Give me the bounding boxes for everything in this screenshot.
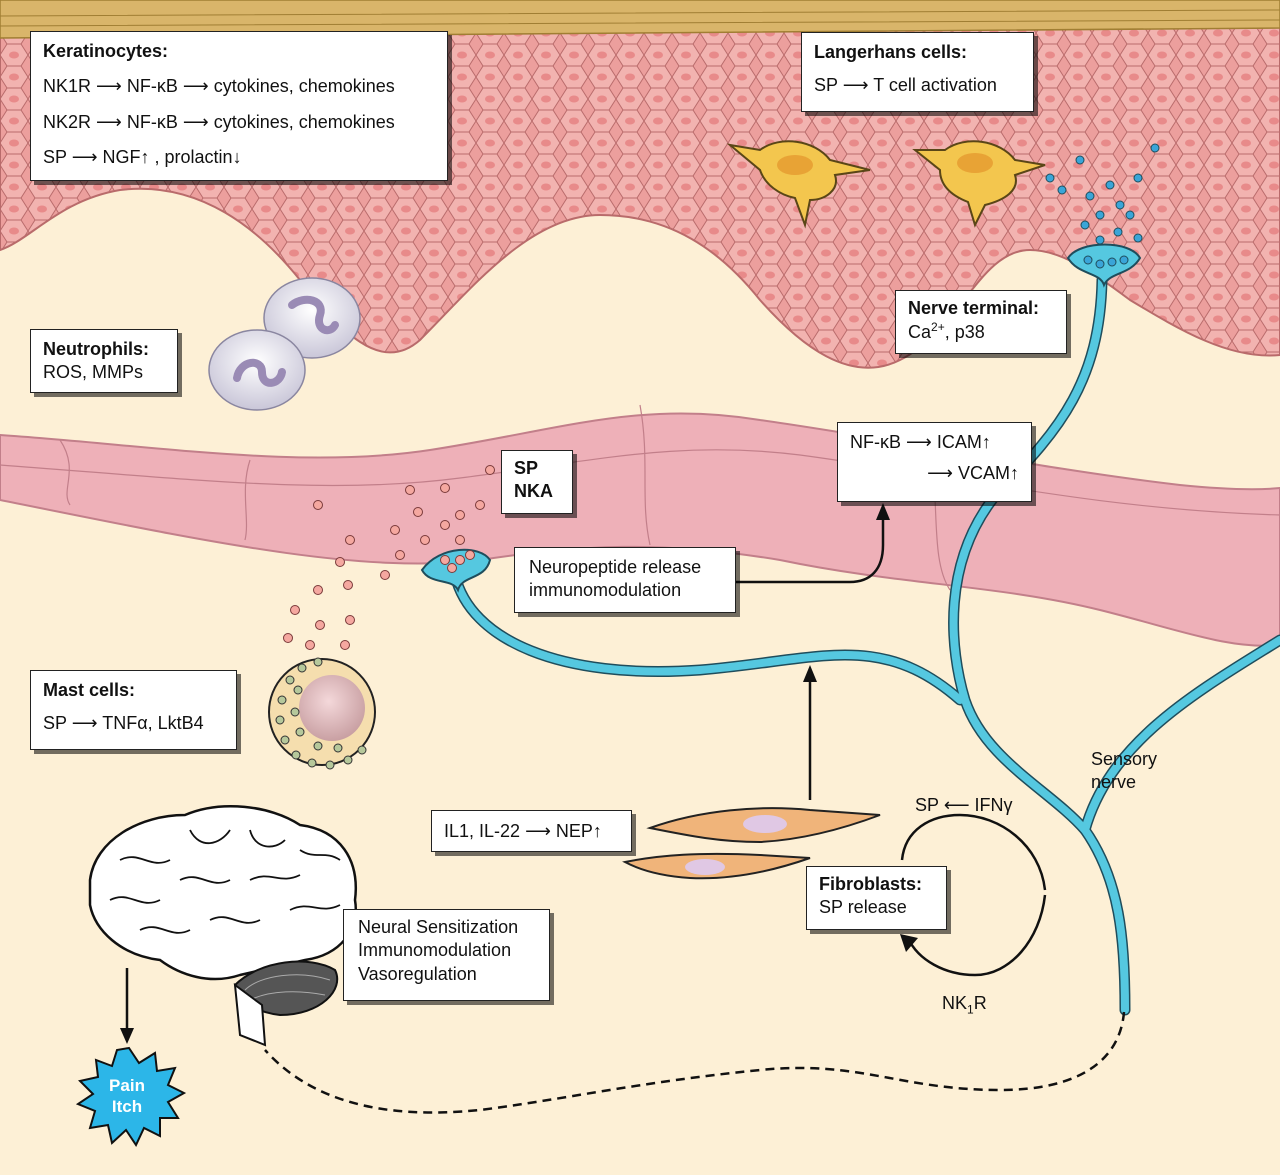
- nk1r-label: NK1R: [942, 992, 987, 1018]
- mast-cells-row: SP ⟶ TNFα, LktB4: [43, 712, 224, 735]
- pain-label: Pain: [109, 1076, 145, 1095]
- mediator-label: SP: [814, 75, 838, 96]
- itch-label: Itch: [111, 1097, 143, 1117]
- nerve-terminal-box: Nerve terminal: Ca2+, p38: [895, 290, 1067, 354]
- neuropeptide-line-2: immunomodulation: [529, 580, 682, 601]
- langerhans-cell: [912, 140, 1046, 228]
- pain-itch-label: Pain Itch: [92, 1075, 162, 1118]
- pathway-label: NF-κB: [126, 111, 178, 132]
- neutrophils-title: Neutrophils:: [43, 339, 149, 359]
- mediator-label: SP: [43, 147, 67, 168]
- vcam-label: VCAM↑: [957, 463, 1019, 484]
- receptor-label: NK1R: [43, 76, 92, 97]
- neutrophil: [208, 329, 306, 411]
- pathway-label: NF-κB: [850, 432, 901, 452]
- nep-label: NEP↑: [555, 821, 602, 841]
- sensory-nerve-line-1: Sensory: [1091, 749, 1158, 769]
- brain-effect-3: Vasoregulation: [358, 963, 477, 984]
- neutrophil: [263, 277, 361, 359]
- sp-ifn-label: SP ⟵ IFNγ: [915, 794, 1013, 817]
- arrow-glyph: ⟶: [182, 76, 209, 98]
- brain-effects-box: Neural Sensitization Immunomodulation Va…: [343, 909, 550, 1001]
- nerve-terminal-title: Nerve terminal:: [908, 298, 1040, 318]
- brain-effect-2: Immunomodulation: [358, 940, 512, 961]
- stratum-corneum: [0, 0, 1280, 39]
- arrow-glyph: ⟶: [96, 111, 122, 133]
- neutrophils-text: ROS, MMPs: [43, 362, 144, 383]
- fibroblasts-text: SP release: [819, 897, 907, 918]
- arrow-left-glyph: ⟵: [943, 795, 970, 816]
- nk-label: NK: [942, 993, 968, 1013]
- circular-arrow-lower: [906, 894, 1047, 977]
- arrow-glyph: ⟶: [96, 76, 122, 98]
- arrow-glyph: ⟶: [182, 111, 209, 133]
- fibroblast: [646, 807, 881, 844]
- il-box: IL1, IL-22 ⟶ NEP↑: [431, 810, 632, 852]
- nfkb-row-2: ⟶ VCAM↑: [850, 462, 1019, 485]
- nk-subscript: 1: [967, 1002, 974, 1017]
- langerhans-cell: [726, 140, 871, 229]
- icam-label: ICAM↑: [936, 432, 991, 452]
- sp-label: SP: [514, 458, 539, 478]
- nfkb-row-1: NF-κB ⟶ ICAM↑: [850, 431, 1019, 454]
- neuropeptide-box: Neuropeptide release immunomodulation: [514, 547, 736, 613]
- nka-label: NKA: [514, 481, 553, 502]
- keratinocytes-row-1: NK1R ⟶ NF-κB ⟶ cytokines, chemokines: [43, 75, 435, 98]
- mast-cells-title: Mast cells:: [43, 680, 136, 700]
- arrow-glyph: ⟶: [906, 432, 932, 453]
- arrow-glyph: ⟶: [525, 821, 551, 842]
- mast-cells-box: Mast cells: SP ⟶ TNFα, LktB4: [30, 670, 237, 750]
- r-label: R: [973, 993, 987, 1013]
- arrow-curve: [735, 518, 885, 584]
- langerhans-row: SP ⟶ T cell activation: [814, 74, 1021, 97]
- neuropeptides: [283, 465, 495, 650]
- mast-cell: [268, 657, 376, 770]
- langerhans-title: Langerhans cells:: [814, 42, 968, 62]
- effect-label: T cell activation: [873, 75, 997, 96]
- vesicles-blue: [1045, 143, 1160, 269]
- receptor-label: NK2R: [43, 111, 92, 132]
- brain: [88, 805, 358, 1047]
- keratinocytes-row-3: SP ⟶ NGF↑ , prolactin↓: [43, 146, 435, 169]
- effect-label: cytokines, chemokines: [213, 111, 395, 132]
- effect-label: cytokines, chemokines: [213, 76, 395, 97]
- il-row: IL1, IL-22 ⟶ NEP↑: [444, 820, 619, 843]
- neuropeptide-line-1: Neuropeptide release: [529, 557, 702, 577]
- arrow-glyph: ⟶: [842, 75, 869, 97]
- fibroblast: [622, 852, 811, 880]
- effect-label: TNFα, LktB4: [102, 713, 204, 734]
- sensory-nerve-line-2: nerve: [1091, 772, 1137, 793]
- keratinocytes-box: Keratinocytes: NK1R ⟶ NF-κB ⟶ cytokines,…: [30, 31, 448, 181]
- keratinocytes-title: Keratinocytes:: [43, 41, 169, 61]
- effect-label: NGF↑ , prolactin↓: [102, 147, 242, 168]
- pathway-label: NF-κB: [126, 76, 178, 97]
- sensory-nerve-label: Sensory nerve: [1091, 748, 1157, 795]
- circular-arrow-upper: [900, 813, 1047, 891]
- ifn-label: IFNγ: [974, 795, 1013, 815]
- cytokine-label: IL1, IL-22: [444, 821, 521, 841]
- arrow-glyph: ⟶: [927, 463, 953, 485]
- mediator-label: SP: [43, 713, 67, 734]
- neutrophils-box: Neutrophils: ROS, MMPs: [30, 329, 178, 393]
- pain-itch-burst: [75, 1046, 187, 1148]
- keratinocytes-row-2: NK2R ⟶ NF-κB ⟶ cytokines, chemokines: [43, 111, 435, 134]
- calcium-label: Ca: [908, 322, 932, 343]
- p38-label: , p38: [944, 322, 985, 343]
- nerve-terminal-text: Ca2+, p38: [908, 320, 1054, 344]
- fibroblasts-title: Fibroblasts:: [819, 874, 923, 894]
- nfkb-box: NF-κB ⟶ ICAM↑ ⟶ VCAM↑: [837, 422, 1032, 502]
- brain-effect-1: Neural Sensitization: [358, 917, 519, 937]
- langerhans-box: Langerhans cells: SP ⟶ T cell activation: [801, 32, 1034, 112]
- calcium-charge: 2+: [931, 320, 945, 335]
- fibroblasts-box: Fibroblasts: SP release: [806, 866, 947, 930]
- arrow-glyph: ⟶: [71, 713, 98, 735]
- arrow-glyph: ⟶: [71, 147, 98, 169]
- sp-nka-box: SP NKA: [501, 450, 573, 514]
- sp-label: SP: [915, 795, 939, 815]
